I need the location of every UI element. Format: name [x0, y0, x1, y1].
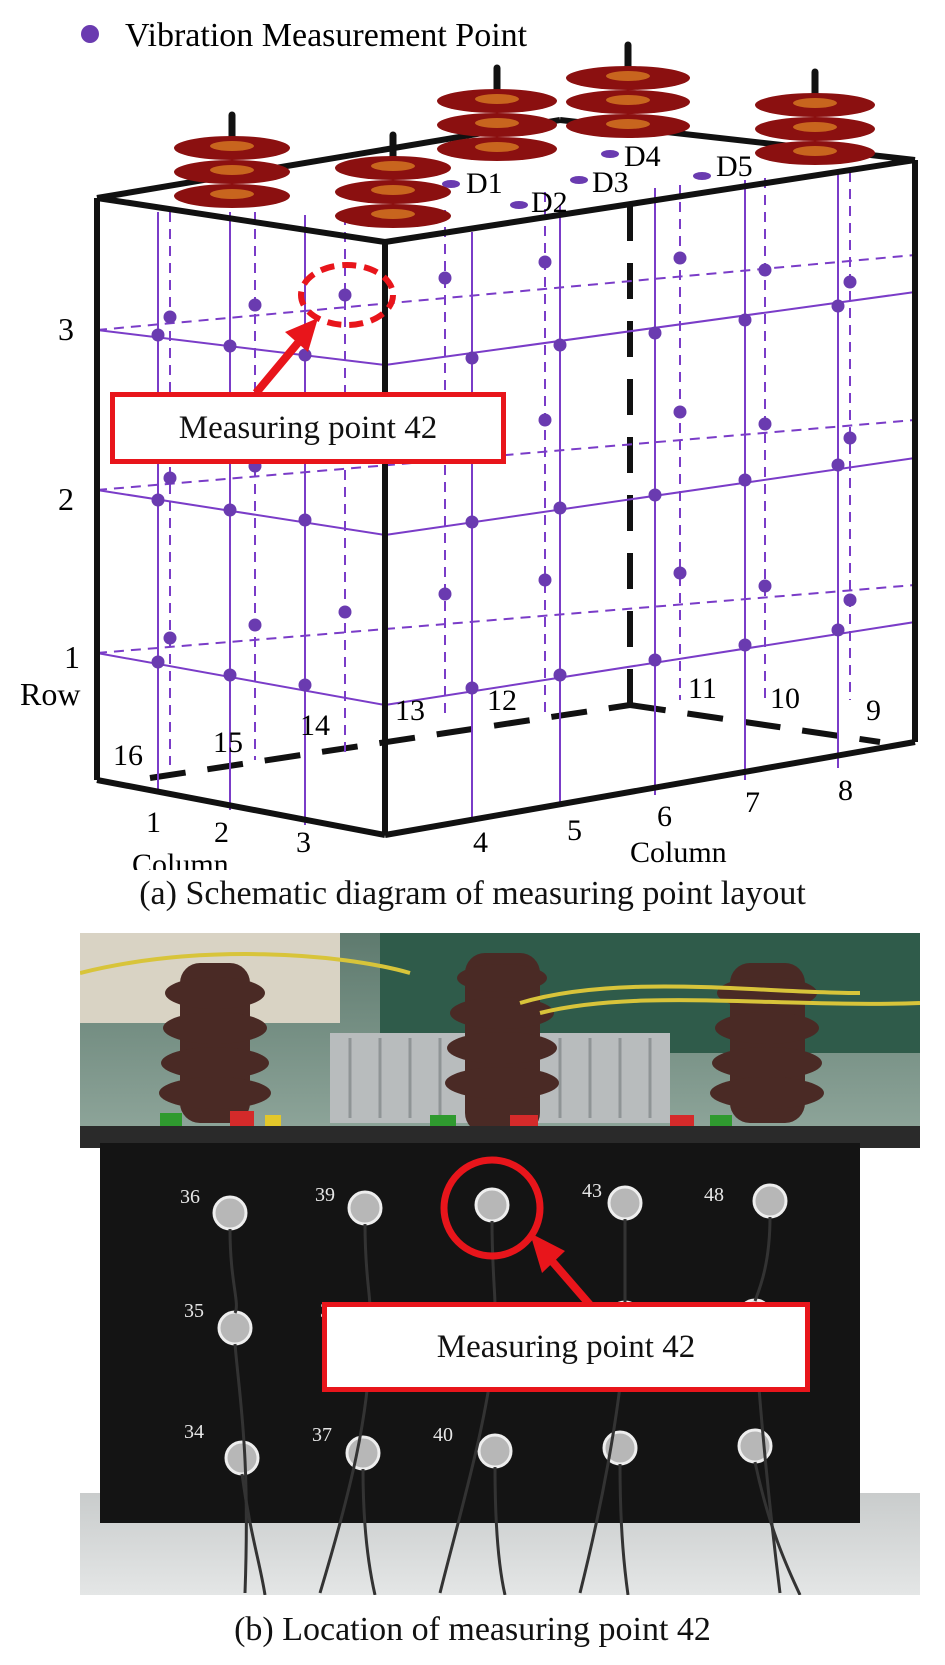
column-label-16: 16: [113, 739, 143, 772]
column-label-3: 3: [296, 826, 311, 859]
photo-callout-box: Measuring point 42: [322, 1302, 810, 1392]
caption-b: (b) Location of measuring point 42: [234, 1611, 711, 1648]
schematic-diagram: Vibration Measurement Point: [20, 17, 918, 870]
column-label-2: 2: [214, 816, 229, 849]
sensor-label: 36: [180, 1186, 200, 1208]
sensor-label: 37: [312, 1424, 332, 1446]
column-label-10: 10: [770, 682, 800, 715]
legend-label: Vibration Measurement Point: [125, 17, 528, 54]
column-label-1: 1: [146, 806, 161, 839]
photo-arrowhead-icon: [530, 1233, 565, 1273]
column-label-14: 14: [300, 709, 330, 742]
sensor-label: 40: [433, 1424, 453, 1446]
bushing-icons: [174, 41, 875, 228]
column-axis-title-front: Column: [132, 848, 229, 870]
photo-illustration: 36 39 43 48 35 38 41 34 37 40: [80, 933, 920, 1595]
row-axis-title: Row: [20, 676, 80, 712]
sensor-label: 48: [704, 1184, 724, 1206]
column-label-13: 13: [395, 694, 425, 727]
sensor-label: 34: [184, 1421, 204, 1443]
caption-a: (a) Schematic diagram of measuring point…: [139, 875, 806, 912]
transformer-photo: 36 39 43 48 35 38 41 34 37 40: [80, 933, 920, 1595]
sensor-label: 39: [315, 1184, 335, 1206]
row-label-3: 3: [58, 311, 74, 347]
sensor-label: 35: [184, 1300, 204, 1322]
legend-marker-icon: [81, 25, 99, 43]
callout-arrowhead-icon: [285, 318, 318, 352]
column-axis-title-side: Column: [630, 836, 727, 869]
column-label-6: 6: [657, 800, 672, 833]
column-label-5: 5: [567, 814, 582, 847]
top-point-markers: [442, 150, 711, 209]
sensor-label: 43: [582, 1180, 602, 1202]
top-point-label-d4: D4: [624, 140, 661, 173]
diagram-callout-box: Measuring point 42: [110, 392, 506, 464]
column-label-9: 9: [866, 694, 881, 727]
top-point-label-d1: D1: [466, 167, 503, 200]
photo-highlight-circle: [440, 1156, 544, 1260]
top-point-label-d5: D5: [716, 150, 753, 183]
column-label-7: 7: [745, 786, 760, 819]
column-label-8: 8: [838, 774, 853, 807]
highlight-circle: [298, 262, 396, 328]
row-label-1: 1: [64, 639, 80, 675]
column-label-11: 11: [688, 672, 717, 705]
row-label-2: 2: [58, 481, 74, 517]
column-label-15: 15: [213, 726, 243, 759]
measurement-points: [151, 251, 857, 695]
top-point-label-d2: D2: [531, 186, 568, 219]
column-label-4: 4: [473, 826, 488, 859]
callout-arrow: [252, 335, 306, 396]
top-point-label-d3: D3: [592, 166, 629, 199]
column-label-12: 12: [487, 684, 517, 717]
